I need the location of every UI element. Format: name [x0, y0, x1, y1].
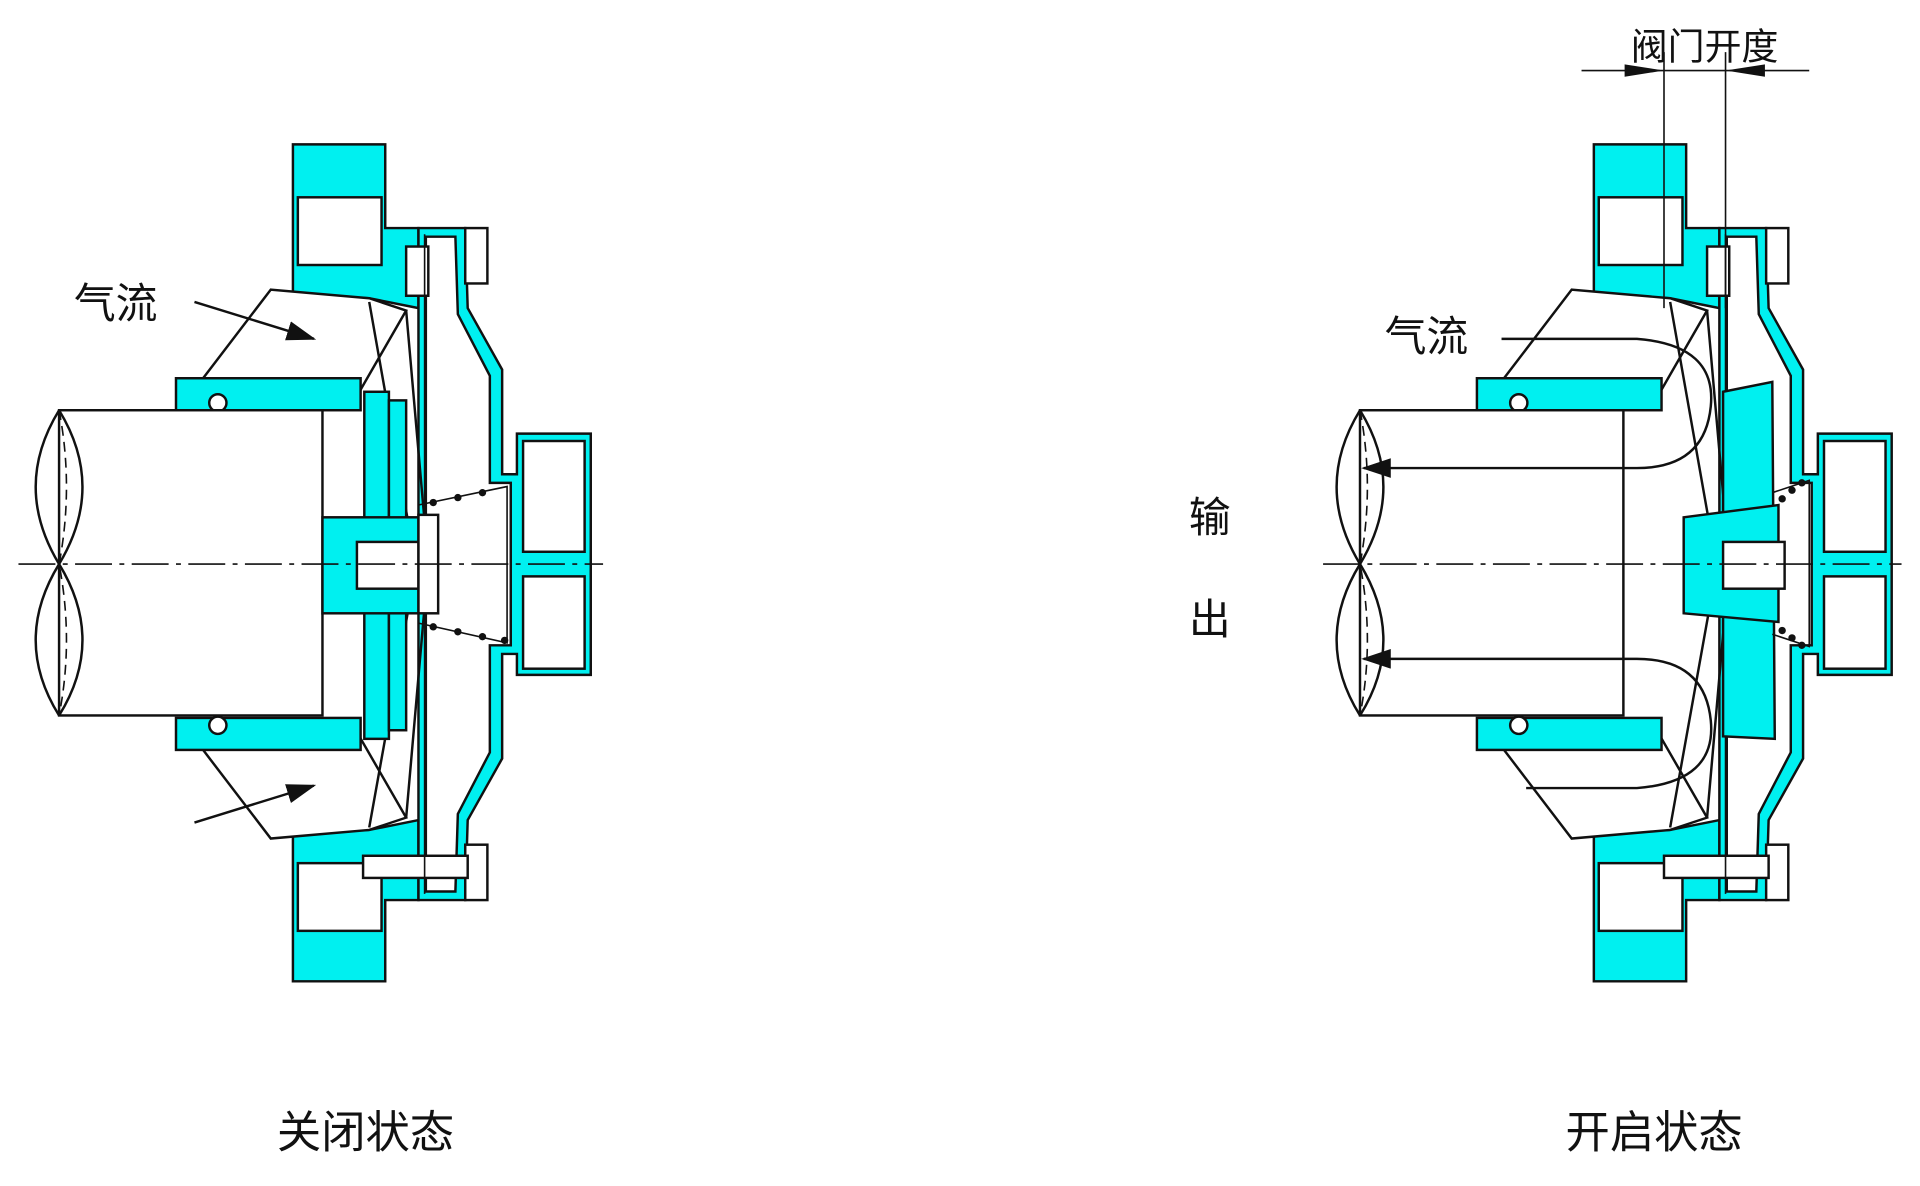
closed-state-caption: 关闭状态: [277, 1107, 454, 1158]
open-airflow-label: 气流: [1385, 312, 1469, 361]
open-state-caption: 开启状态: [1566, 1107, 1743, 1158]
closed-airflow-label: 气流: [74, 279, 158, 328]
closed-state-diagram: 气流 关闭状态: [18, 143, 604, 1158]
open-state-diagram: 阀门开度 气流 输 出 开启状态: [1189, 25, 1902, 1158]
output-label-2: 出: [1189, 595, 1231, 644]
valve-opening-label: 阀门开度: [1631, 25, 1779, 68]
output-label-1: 输: [1189, 493, 1231, 542]
airflow-arrow-top: [194, 300, 317, 341]
airflow-arrow-bottom: [194, 784, 317, 824]
